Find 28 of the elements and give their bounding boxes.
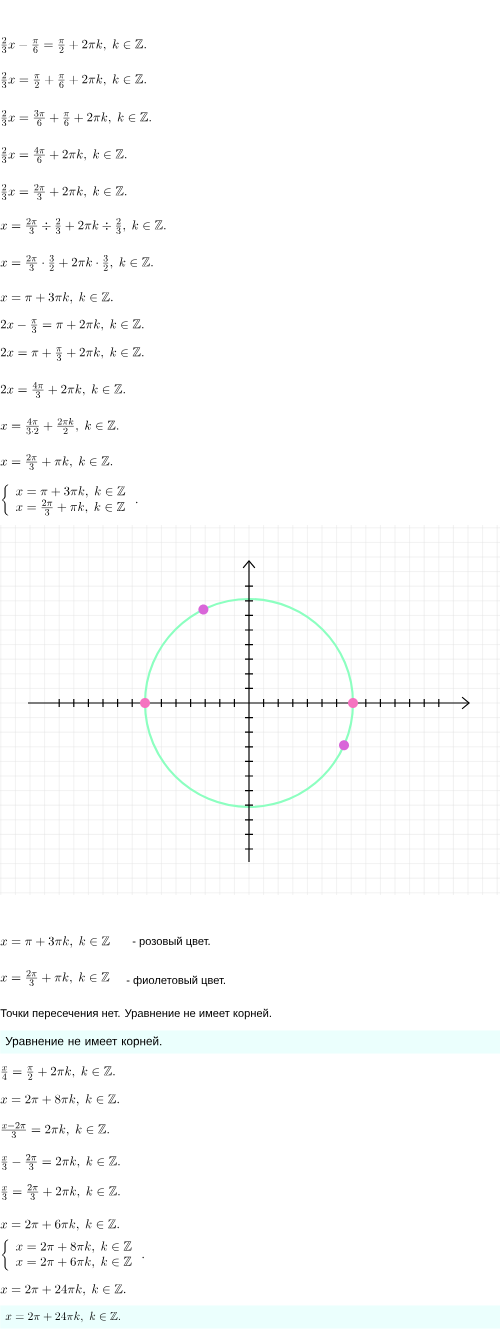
formula: $x=\frac{2\pi}{3}+\pi k,\ k\in\mathbb{Z}$ xyxy=(0,970,110,986)
formula: $2x=\pi+\frac{\pi}{3}+2\pi k,\ k\in\mathbb{Z}.$ xyxy=(0,347,144,361)
note-text: - фиолетовый цвет. xyxy=(126,975,225,987)
formula: $x=2\pi+6\pi k,\ k\in\mathbb{Z}.$ xyxy=(0,1219,119,1231)
formula: $\frac{2}{3}x=\frac{3\pi}{6}+\frac{\pi}{6}+2\pi k,\ k\in\mathbb{Z}.$ xyxy=(1,110,151,126)
formula: $x=\frac{2\pi}{3}+\pi k,\ k\in\mathbb{Z}.$ xyxy=(0,454,113,470)
formula: $\frac{2}{3}x=\frac{4\pi}{6}+2\pi k,\ k\in\mathbb{Z}.$ xyxy=(1,146,127,163)
formula: $2x=\frac{4\pi}{3}+2\pi k,\ k\in\mathbb{Z}.$ xyxy=(0,381,125,398)
formula: $\left\{\begin{array}{l}x=\pi+3\pi k,\ k\in\mathbb{Z}\\ x=\frac{2\pi}{3}+\pi k,\ k\in\mathbb{Z}\end{array}\right..$ xyxy=(1,484,138,516)
formula: $\frac{x}{4}=\frac{\pi}{2}+2\pi k,\ k\in\mathbb{Z}.$ xyxy=(1,1066,115,1080)
formula: $\frac{x-2\pi}{3}=2\pi k,\ k\in\mathbb{Z}.$ xyxy=(1,1122,109,1138)
formula: $x=\pi+3\pi k,\ k\in\mathbb{Z}$ xyxy=(0,936,110,948)
formula: $\frac{x}{3}=\frac{2\pi}{3}+2\pi k,\ k\in\mathbb{Z}.$ xyxy=(1,1184,120,1200)
formula: $\frac{2}{3}x=\frac{2\pi}{3}+2\pi k,\ k\in\mathbb{Z}.$ xyxy=(1,184,127,200)
formula: $x=2\pi+8\pi k,\ k\in\mathbb{Z}.$ xyxy=(0,1094,119,1106)
formula: $\frac{x}{3}-\frac{2\pi}{3}=2\pi k,\ k\in\mathbb{Z}.$ xyxy=(1,1154,120,1170)
formula: $\frac{2}{3}x-\frac{\pi}{6}=\frac{\pi}{2}+2\pi k,\ k\in\mathbb{Z}.$ xyxy=(1,37,146,53)
note-text: - розовый цвет. xyxy=(132,936,210,948)
formula: $x=\frac{2\pi}{3}\div\frac{2}{3}+2\pi k\div\frac{2}{3},\ k\in\mathbb{Z}.$ xyxy=(0,218,166,234)
answer-band: Уравнение не имеет корней. xyxy=(0,1030,500,1054)
note-text: Точки пересечения нет. Уравнение не имеет корней. xyxy=(0,1008,271,1020)
formula: $2x-\frac{\pi}{3}=\pi+2\pi k,\ k\in\mathbb{Z}.$ xyxy=(0,319,144,333)
formula: $\left\{\begin{array}{l}x=2\pi+8\pi k,\ k\in\mathbb{Z}\\ x=2\pi+6\pi k,\ k\in\mathbb{Z}\end{array}\right..$ xyxy=(1,1239,144,1271)
formula: $x=\pi+3\pi k,\ k\in\mathbb{Z}.$ xyxy=(0,292,113,304)
answer-band: $x=2\pi+24\pi k,\ k\in\mathbb{Z}.$ xyxy=(0,1305,500,1329)
formula: $\frac{2}{3}x=\frac{\pi}{2}+\frac{\pi}{6}+2\pi k,\ k\in\mathbb{Z}.$ xyxy=(1,72,146,88)
formula: $x=\frac{2\pi}{3}\cdot\frac{3}{2}+2\pi k\cdot\frac{3}{2},\ k\in\mathbb{Z}.$ xyxy=(0,255,153,271)
formula: $x=\frac{4\pi}{3\cdot 2}+\frac{2\pi k}{2},\ k\in\mathbb{Z}.$ xyxy=(0,418,119,435)
